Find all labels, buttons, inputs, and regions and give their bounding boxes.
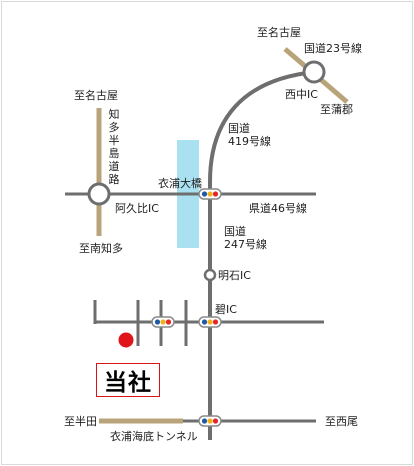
- signal-local: [151, 316, 175, 328]
- signal-kinuura-bridge: [198, 188, 222, 200]
- label-kinuura-tunnel: 衣浦海底トンネル: [110, 430, 198, 443]
- signal-heki-ic: [198, 316, 222, 328]
- label-agui-ic: 阿久比IC: [115, 202, 159, 215]
- company-label-box: 当社: [96, 363, 160, 397]
- label-to-minami-chita: 至南知多: [79, 242, 123, 255]
- label-meiseki-ic: 明石IC: [218, 269, 251, 282]
- meiseki-ic-marker: [203, 268, 217, 282]
- label-heki-ic: 碧IC: [215, 303, 237, 316]
- label-chita-peninsula-road: 知多半島道路: [108, 108, 120, 186]
- route-419-247-road: [208, 70, 315, 440]
- label-route23: 国道23号線: [304, 42, 362, 55]
- signal-bottom: [198, 415, 222, 427]
- label-to-handa: 至半田: [64, 415, 97, 428]
- label-route247: 国道 247号線: [224, 225, 267, 251]
- label-route419: 国道 419号線: [228, 122, 271, 148]
- label-to-gamagori: 至蒲郡: [320, 103, 353, 116]
- label-to-nagoya-left: 至名古屋: [74, 89, 118, 102]
- company-label: 当社: [104, 370, 152, 396]
- label-nishinaka-ic: 西中IC: [285, 88, 318, 101]
- label-to-nishio: 至西尾: [325, 415, 358, 428]
- company-marker: [118, 332, 134, 348]
- label-kinuura-bridge: 衣浦大橋: [158, 177, 202, 190]
- label-prefectural-road46: 県道46号線: [249, 202, 307, 215]
- agui-ic-marker: [87, 182, 111, 206]
- nishinaka-ic-marker: [302, 60, 326, 84]
- label-to-nagoya-top: 至名古屋: [257, 26, 301, 39]
